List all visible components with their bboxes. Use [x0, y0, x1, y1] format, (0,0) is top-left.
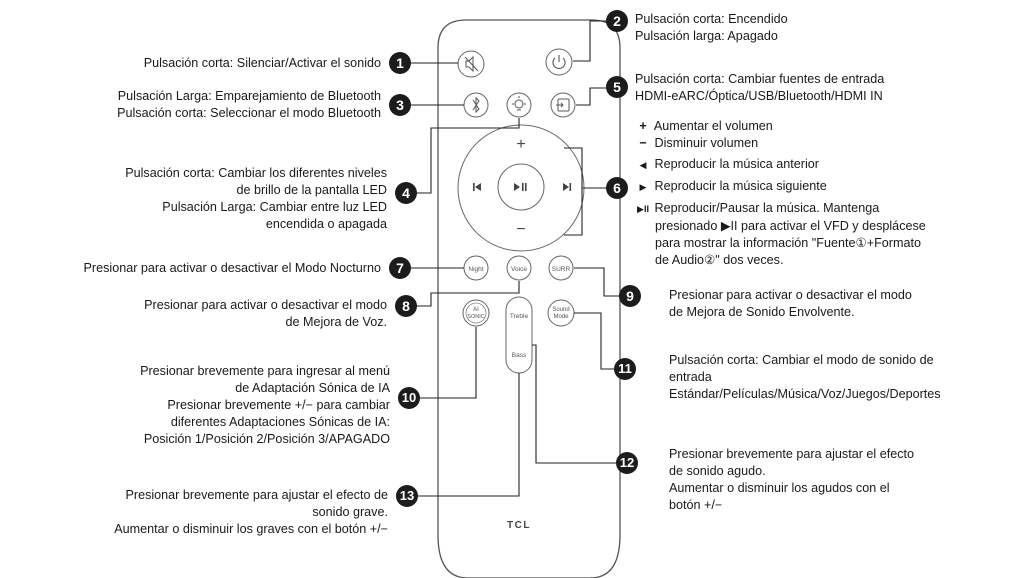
- light-icon: [512, 96, 526, 111]
- mute-icon: [464, 55, 479, 73]
- callout-text-11: Pulsación corta: Cambiar el modo de soni…: [669, 353, 941, 401]
- volume-plus-label[interactable]: +: [516, 136, 525, 153]
- treble-label[interactable]: Treble: [510, 313, 529, 320]
- callout-badge-2: 2: [606, 10, 628, 32]
- legend-row: ▶ Reproducir la música siguiente: [635, 178, 926, 196]
- input-button[interactable]: [550, 92, 576, 118]
- callout-badge-4: 4: [395, 182, 417, 204]
- dpad: [457, 124, 585, 252]
- callout-text-8: Presionar para activar o desactivar el m…: [144, 298, 387, 329]
- sound-mode-button[interactable]: Sound Mode: [547, 299, 575, 327]
- power-icon: [552, 55, 566, 69]
- play-pause-button[interactable]: [497, 163, 545, 211]
- previous-icon: ◀: [639, 160, 647, 170]
- callout-badge-3: 3: [389, 94, 411, 116]
- leader-lines: [411, 20, 619, 497]
- svg-text:SURR: SURR: [552, 266, 571, 273]
- legend-row: + Aumentar el volumen: [635, 118, 926, 135]
- callout-badge-1: 1: [389, 52, 411, 74]
- next-icon[interactable]: [563, 183, 572, 191]
- volume-minus-label[interactable]: −: [516, 221, 525, 238]
- callout-text-10: Presionar brevemente para ingresar al me…: [140, 364, 390, 446]
- light-button[interactable]: [506, 92, 532, 118]
- bluetooth-icon: [472, 96, 480, 114]
- bass-label[interactable]: Bass: [512, 352, 527, 359]
- callout-text-7: Presionar para activar o desactivar el M…: [83, 261, 382, 275]
- minus-icon: −: [639, 136, 647, 150]
- svg-text:SONIC: SONIC: [467, 314, 484, 320]
- power-button[interactable]: [545, 48, 573, 76]
- callout-text-3: Pulsación Larga: Emparejamiento de Bluet…: [117, 89, 381, 120]
- callout-badge-6: 6: [606, 177, 628, 199]
- surr-button[interactable]: SURR: [548, 255, 574, 281]
- callout-text-5: Pulsación corta: Cambiar fuentes de entr…: [635, 72, 885, 103]
- callout-badge-5: 5: [606, 76, 628, 98]
- svg-text:Night: Night: [468, 266, 483, 273]
- callout-text-12: Presionar brevemente para ajustar el efe…: [669, 447, 915, 512]
- callout-badge-10: 10: [398, 387, 420, 409]
- previous-icon[interactable]: [473, 183, 481, 191]
- callout-text-4: Pulsación corta: Cambiar los diferentes …: [125, 166, 387, 231]
- callout-badge-8: 8: [395, 295, 417, 317]
- treble-bass-rocker[interactable]: Treble Bass: [505, 296, 533, 374]
- voice-button[interactable]: Voice: [506, 255, 532, 281]
- play-pause-icon: [514, 183, 527, 191]
- mute-button[interactable]: [457, 50, 485, 78]
- callout-text-13: Presionar brevemente para ajustar el efe…: [114, 488, 388, 536]
- callout-text-6: + Aumentar el volumen − Disminuir volume…: [635, 118, 926, 269]
- legend-row: ◀ Reproducir la música anterior: [635, 156, 926, 174]
- night-button[interactable]: Night: [463, 255, 489, 281]
- callout-badge-13: 13: [396, 485, 418, 507]
- callout-badge-7: 7: [389, 257, 411, 279]
- input-icon: [556, 98, 570, 112]
- legend-row: − Disminuir volumen: [635, 135, 926, 152]
- callout-text-2: Pulsación corta: Encendido Pulsación lar…: [635, 12, 788, 43]
- next-icon: ▶: [639, 182, 647, 192]
- callout-text-1: Pulsación corta: Silenciar/Activar el so…: [143, 56, 381, 70]
- callout-badge-12: 12: [616, 452, 638, 474]
- svg-text:Voice: Voice: [511, 266, 527, 273]
- callout-text-9: Presionar para activar o desactivar el m…: [669, 288, 912, 319]
- callout-badge-11: 11: [614, 358, 636, 380]
- svg-text:AI: AI: [473, 307, 479, 313]
- svg-text:Sound: Sound: [552, 307, 569, 313]
- play-pause-icon: ▶II: [637, 204, 649, 214]
- legend-row: ▶II Reproducir/Pausar la música. Manteng…: [635, 200, 926, 218]
- callout-badge-9: 9: [619, 285, 641, 307]
- svg-text:Mode: Mode: [553, 314, 569, 320]
- brand-logo: TCL: [507, 520, 531, 531]
- ai-sonic-button[interactable]: AI SONIC: [462, 299, 490, 327]
- plus-icon: +: [639, 119, 647, 133]
- bluetooth-button[interactable]: [463, 92, 489, 118]
